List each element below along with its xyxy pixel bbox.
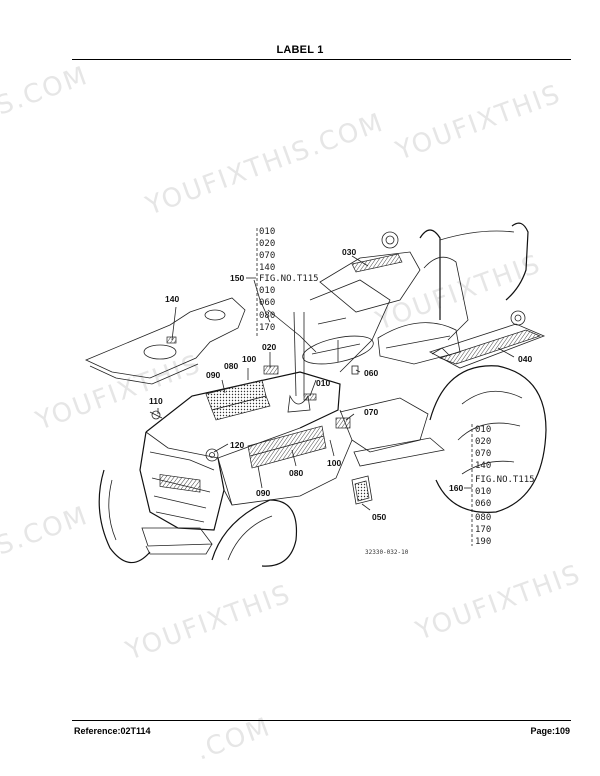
watermark-text: YOUFIXTHIS xyxy=(31,349,205,437)
callout-100-top: 100 xyxy=(242,354,256,364)
callout-120: 120 xyxy=(230,440,244,450)
column-entry: 020 xyxy=(259,239,275,249)
reference-column-150: 010 020 070 140 150 FIG.NO.T115 010 060 … xyxy=(230,227,319,333)
reference-column-160: 010 020 070 140 160 FIG.NO.T115 010 060 … xyxy=(449,425,535,547)
drawing-code: 32330-032-10 xyxy=(365,549,409,556)
footer-reference: Reference:02T114 xyxy=(74,726,151,736)
column-entry: 010 xyxy=(259,227,275,237)
callout-100-bottom: 100 xyxy=(327,458,341,468)
column-entry: 070 xyxy=(259,251,275,261)
column-entry: 020 xyxy=(475,437,491,447)
column-entry: 080 xyxy=(259,311,275,321)
watermark: S.COM YOUFIXTHIS.COM YOUFIXTHIS YOUFIXTH… xyxy=(0,61,585,767)
header-rule xyxy=(72,59,571,60)
callout-010: 010 xyxy=(316,378,330,388)
callouts: 140 020 100 080 090 110 120 090 080 100 … xyxy=(149,247,532,522)
page-title: LABEL 1 xyxy=(276,44,324,56)
column-entry: 140 xyxy=(259,263,275,273)
column-entry: 170 xyxy=(259,323,275,333)
footer-page-number: Page:109 xyxy=(530,726,570,736)
callout-030: 030 xyxy=(342,247,356,257)
column-entry: 070 xyxy=(475,449,491,459)
column-entry: 140 xyxy=(475,461,491,471)
column-fig: FIG.NO.T115 xyxy=(259,274,319,284)
footer-rule xyxy=(72,720,571,721)
callout-020: 020 xyxy=(262,342,276,352)
column-entry: 080 xyxy=(475,513,491,523)
watermark-text: S.COM xyxy=(0,501,92,562)
column-entry: 060 xyxy=(475,499,491,509)
column-entry: 190 xyxy=(475,537,491,547)
callout-090-top: 090 xyxy=(206,370,220,380)
callout-040: 040 xyxy=(518,354,532,364)
callout-080-top: 080 xyxy=(224,361,238,371)
column-entry: 060 xyxy=(259,298,275,308)
watermark-text: S.COM xyxy=(0,61,92,122)
tractor-drawing xyxy=(85,222,547,567)
watermark-text: YOUFIXTHIS xyxy=(121,579,295,667)
column-ref: 150 xyxy=(230,273,244,283)
column-entry: 010 xyxy=(475,425,491,435)
column-ref: 160 xyxy=(449,483,463,493)
callout-070: 070 xyxy=(364,407,378,417)
column-entry: 010 xyxy=(259,286,275,296)
watermark-text: YOUFIXTHIS.COM xyxy=(141,108,388,222)
callout-060: 060 xyxy=(364,368,378,378)
watermark-text: YOUFIXTHIS xyxy=(411,559,585,647)
callout-110: 110 xyxy=(149,396,163,406)
watermark-text: YOUFIXTHIS xyxy=(391,79,565,167)
column-entry: 010 xyxy=(475,487,491,497)
callout-080-bottom: 080 xyxy=(289,468,303,478)
column-entry: 170 xyxy=(475,525,491,535)
callout-140: 140 xyxy=(165,294,179,304)
callout-090-bottom: 090 xyxy=(256,488,270,498)
callout-050: 050 xyxy=(372,512,386,522)
column-fig: FIG.NO.T115 xyxy=(475,475,535,485)
